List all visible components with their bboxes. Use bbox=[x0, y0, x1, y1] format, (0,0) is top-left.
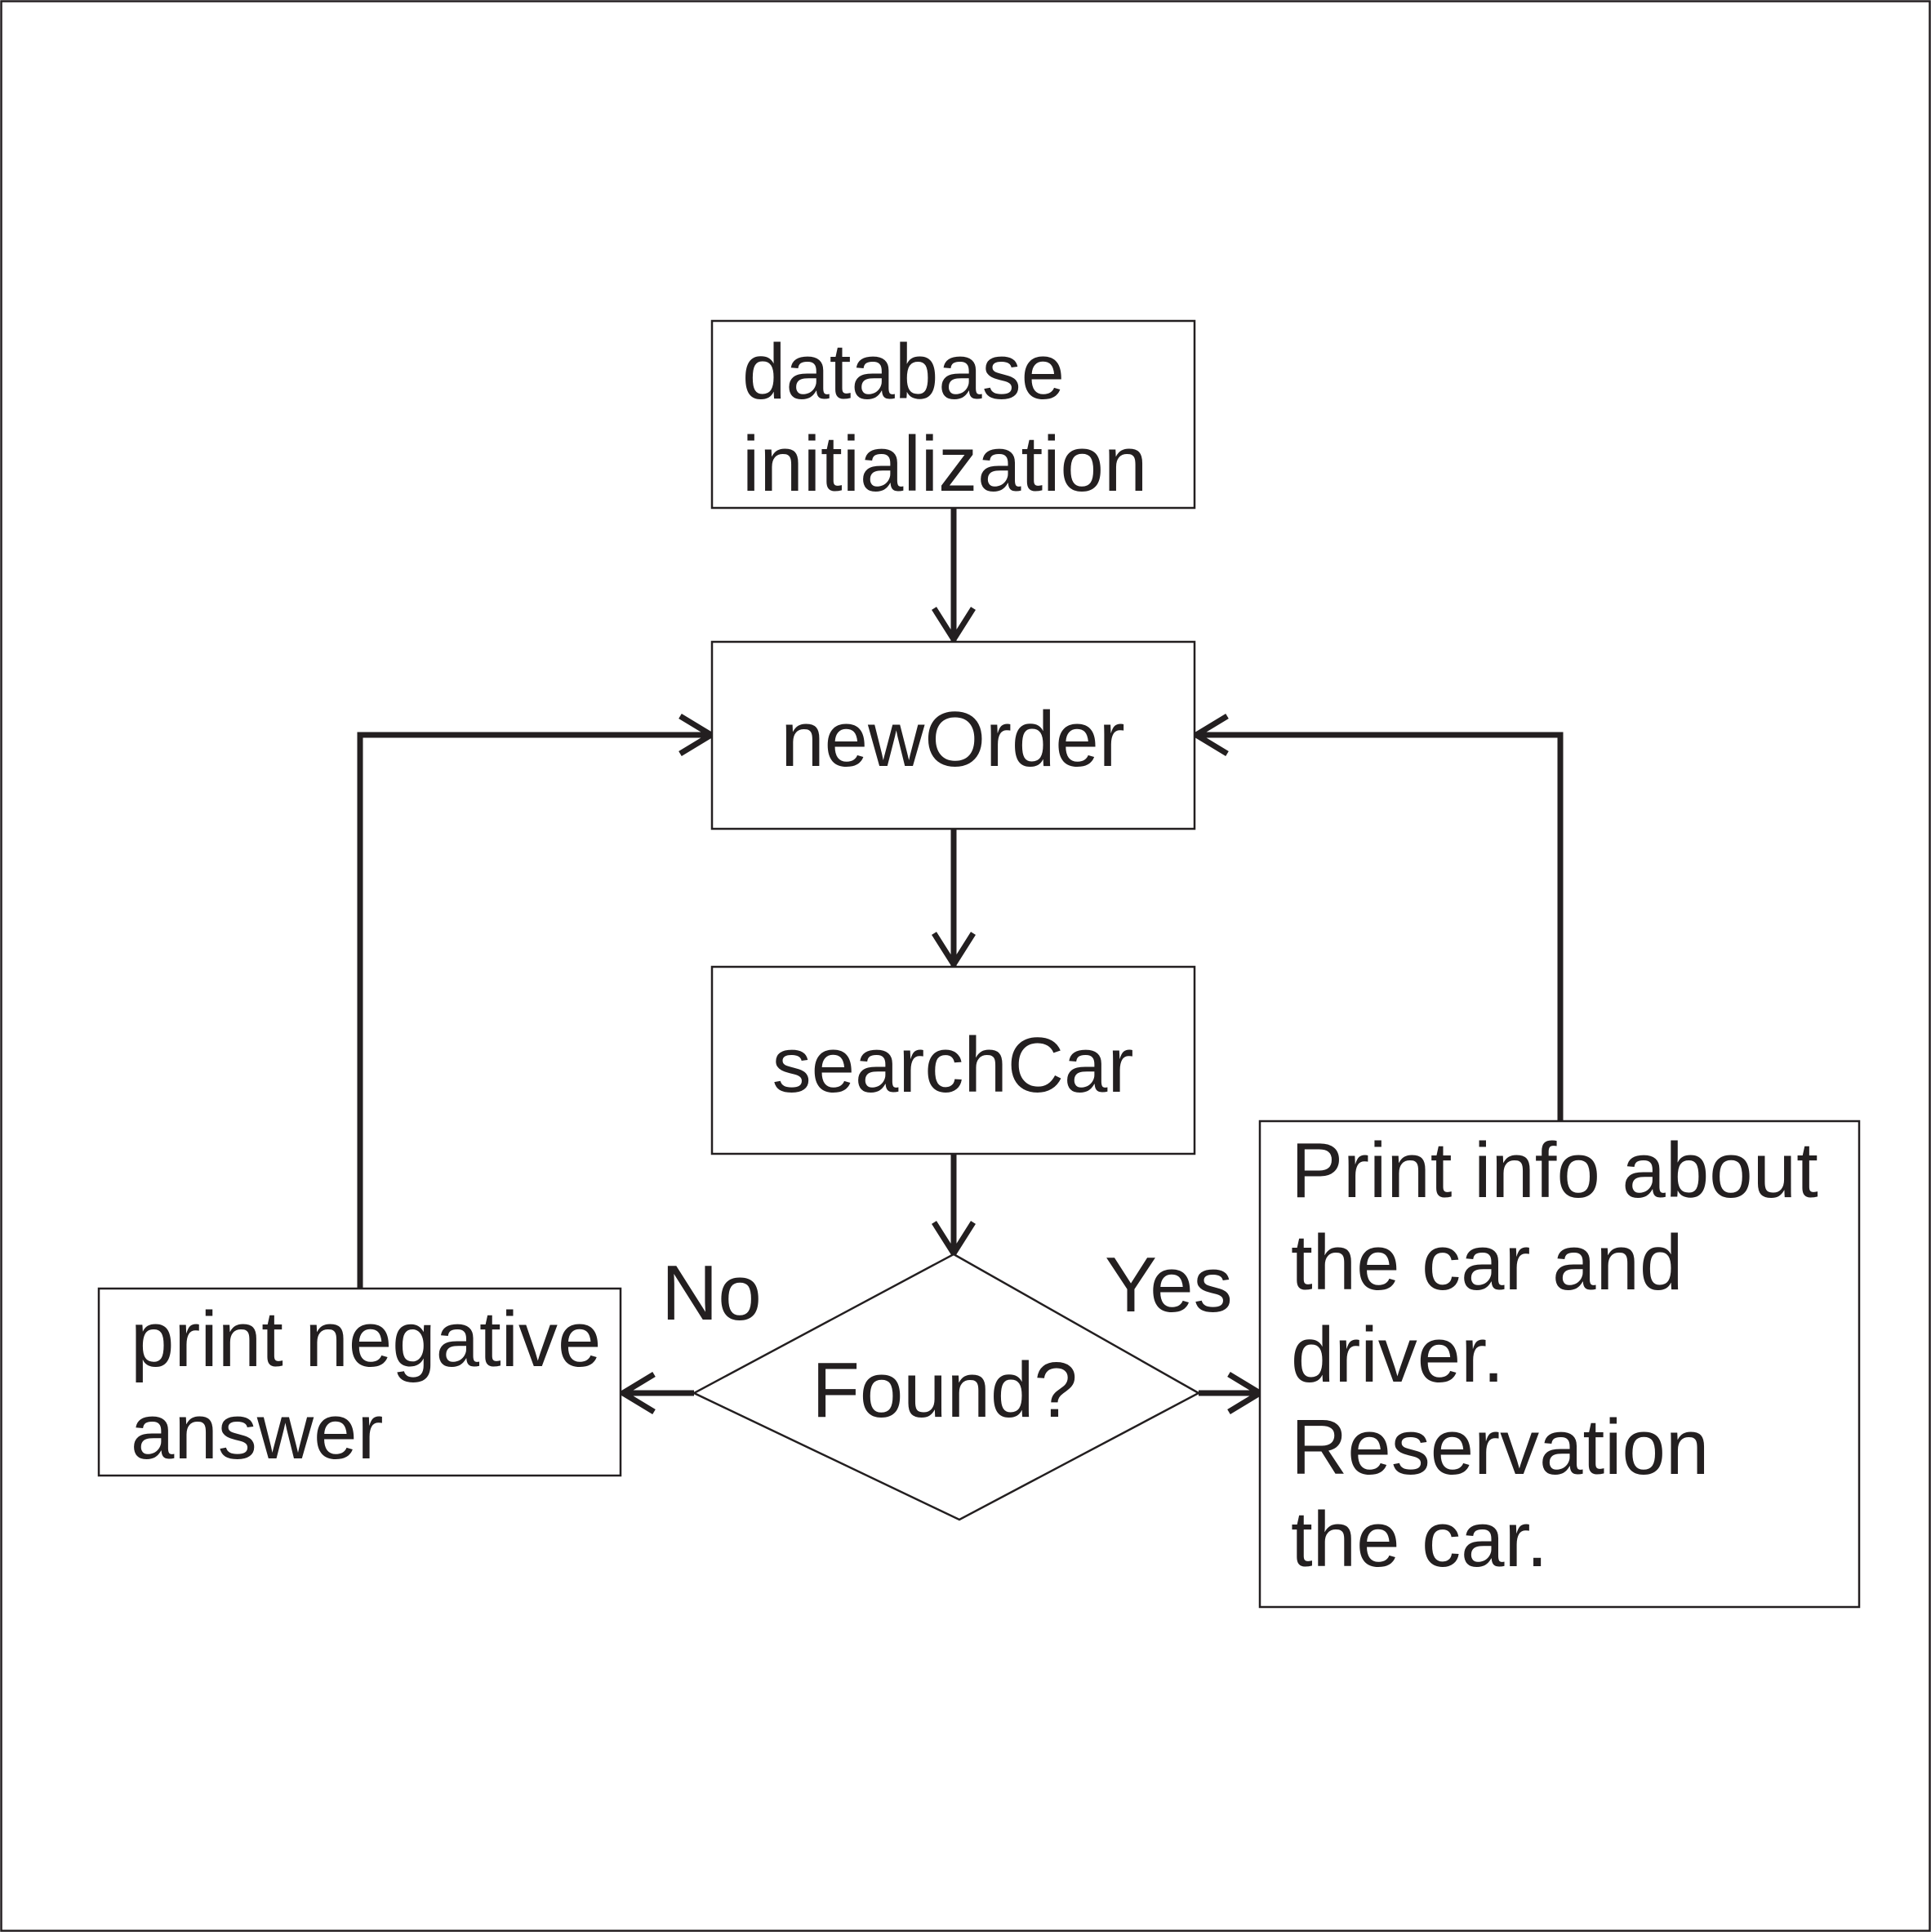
node-label-line: driver. bbox=[1291, 1311, 1504, 1399]
node-decision-found: Found? bbox=[692, 1253, 1201, 1521]
edge-neworder-to-searchcar bbox=[932, 829, 976, 970]
edge-decision-to-positive bbox=[1199, 1372, 1266, 1414]
edge-decision-to-negative bbox=[617, 1372, 694, 1414]
edge-negative-loop-to-neworder bbox=[357, 714, 717, 1289]
node-label-line: Print info about bbox=[1291, 1127, 1818, 1214]
node-label-line: Reservation bbox=[1291, 1404, 1709, 1491]
edge-searchcar-to-decision bbox=[932, 1154, 976, 1259]
edge-label-no: No bbox=[661, 1249, 762, 1337]
node-label-line: Found? bbox=[812, 1347, 1078, 1434]
node-print-info-reservation: Print info about the car and driver. Res… bbox=[1258, 1120, 1861, 1609]
node-database-initialization: database initialization bbox=[710, 319, 1196, 510]
node-label-line: answer bbox=[131, 1388, 383, 1476]
edge-positive-loop-to-neworder bbox=[1190, 714, 1564, 1121]
node-label-line: the car and bbox=[1291, 1219, 1683, 1307]
node-print-negative-answer: print negative answer bbox=[97, 1287, 622, 1477]
node-label-line: initialization bbox=[742, 421, 1147, 508]
node-label-line: database bbox=[742, 328, 1065, 416]
node-label-line: print negative bbox=[131, 1296, 601, 1383]
node-label-line: newOrder bbox=[781, 696, 1125, 783]
node-neworder: newOrder bbox=[710, 640, 1196, 830]
edge-init-to-neworder bbox=[932, 508, 976, 645]
node-label-line: searchCar bbox=[772, 1022, 1134, 1109]
node-searchcar: searchCar bbox=[710, 965, 1196, 1155]
node-label-line: the car. bbox=[1291, 1496, 1548, 1583]
edge-label-yes: Yes bbox=[1105, 1241, 1233, 1329]
